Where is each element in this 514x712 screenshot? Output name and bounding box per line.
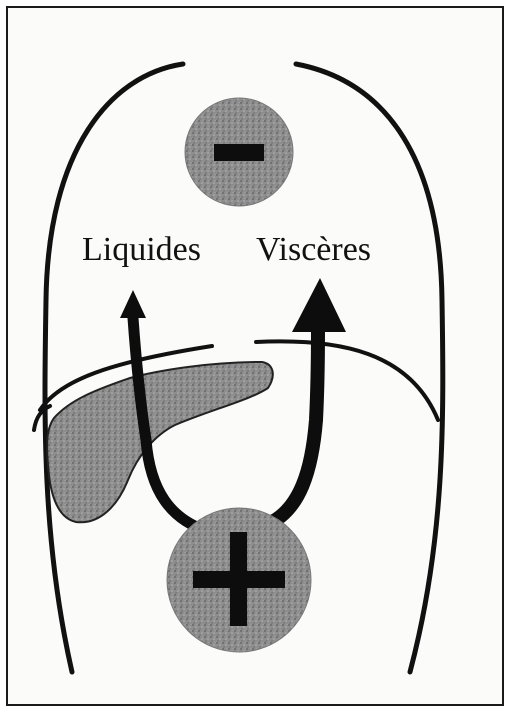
negative-pressure-symbol [185, 98, 293, 206]
liquides-arrowhead [120, 290, 146, 318]
liquides-label: Liquides [82, 231, 201, 268]
plus-sign-vertical [230, 532, 247, 626]
positive-pressure-symbol [167, 508, 311, 652]
visceres-arrow-shaft [268, 330, 318, 524]
diaphragm-right [256, 341, 438, 420]
visceres-arrowhead [292, 278, 346, 332]
minus-sign [214, 144, 264, 161]
visceres-label: Viscères [256, 231, 371, 268]
